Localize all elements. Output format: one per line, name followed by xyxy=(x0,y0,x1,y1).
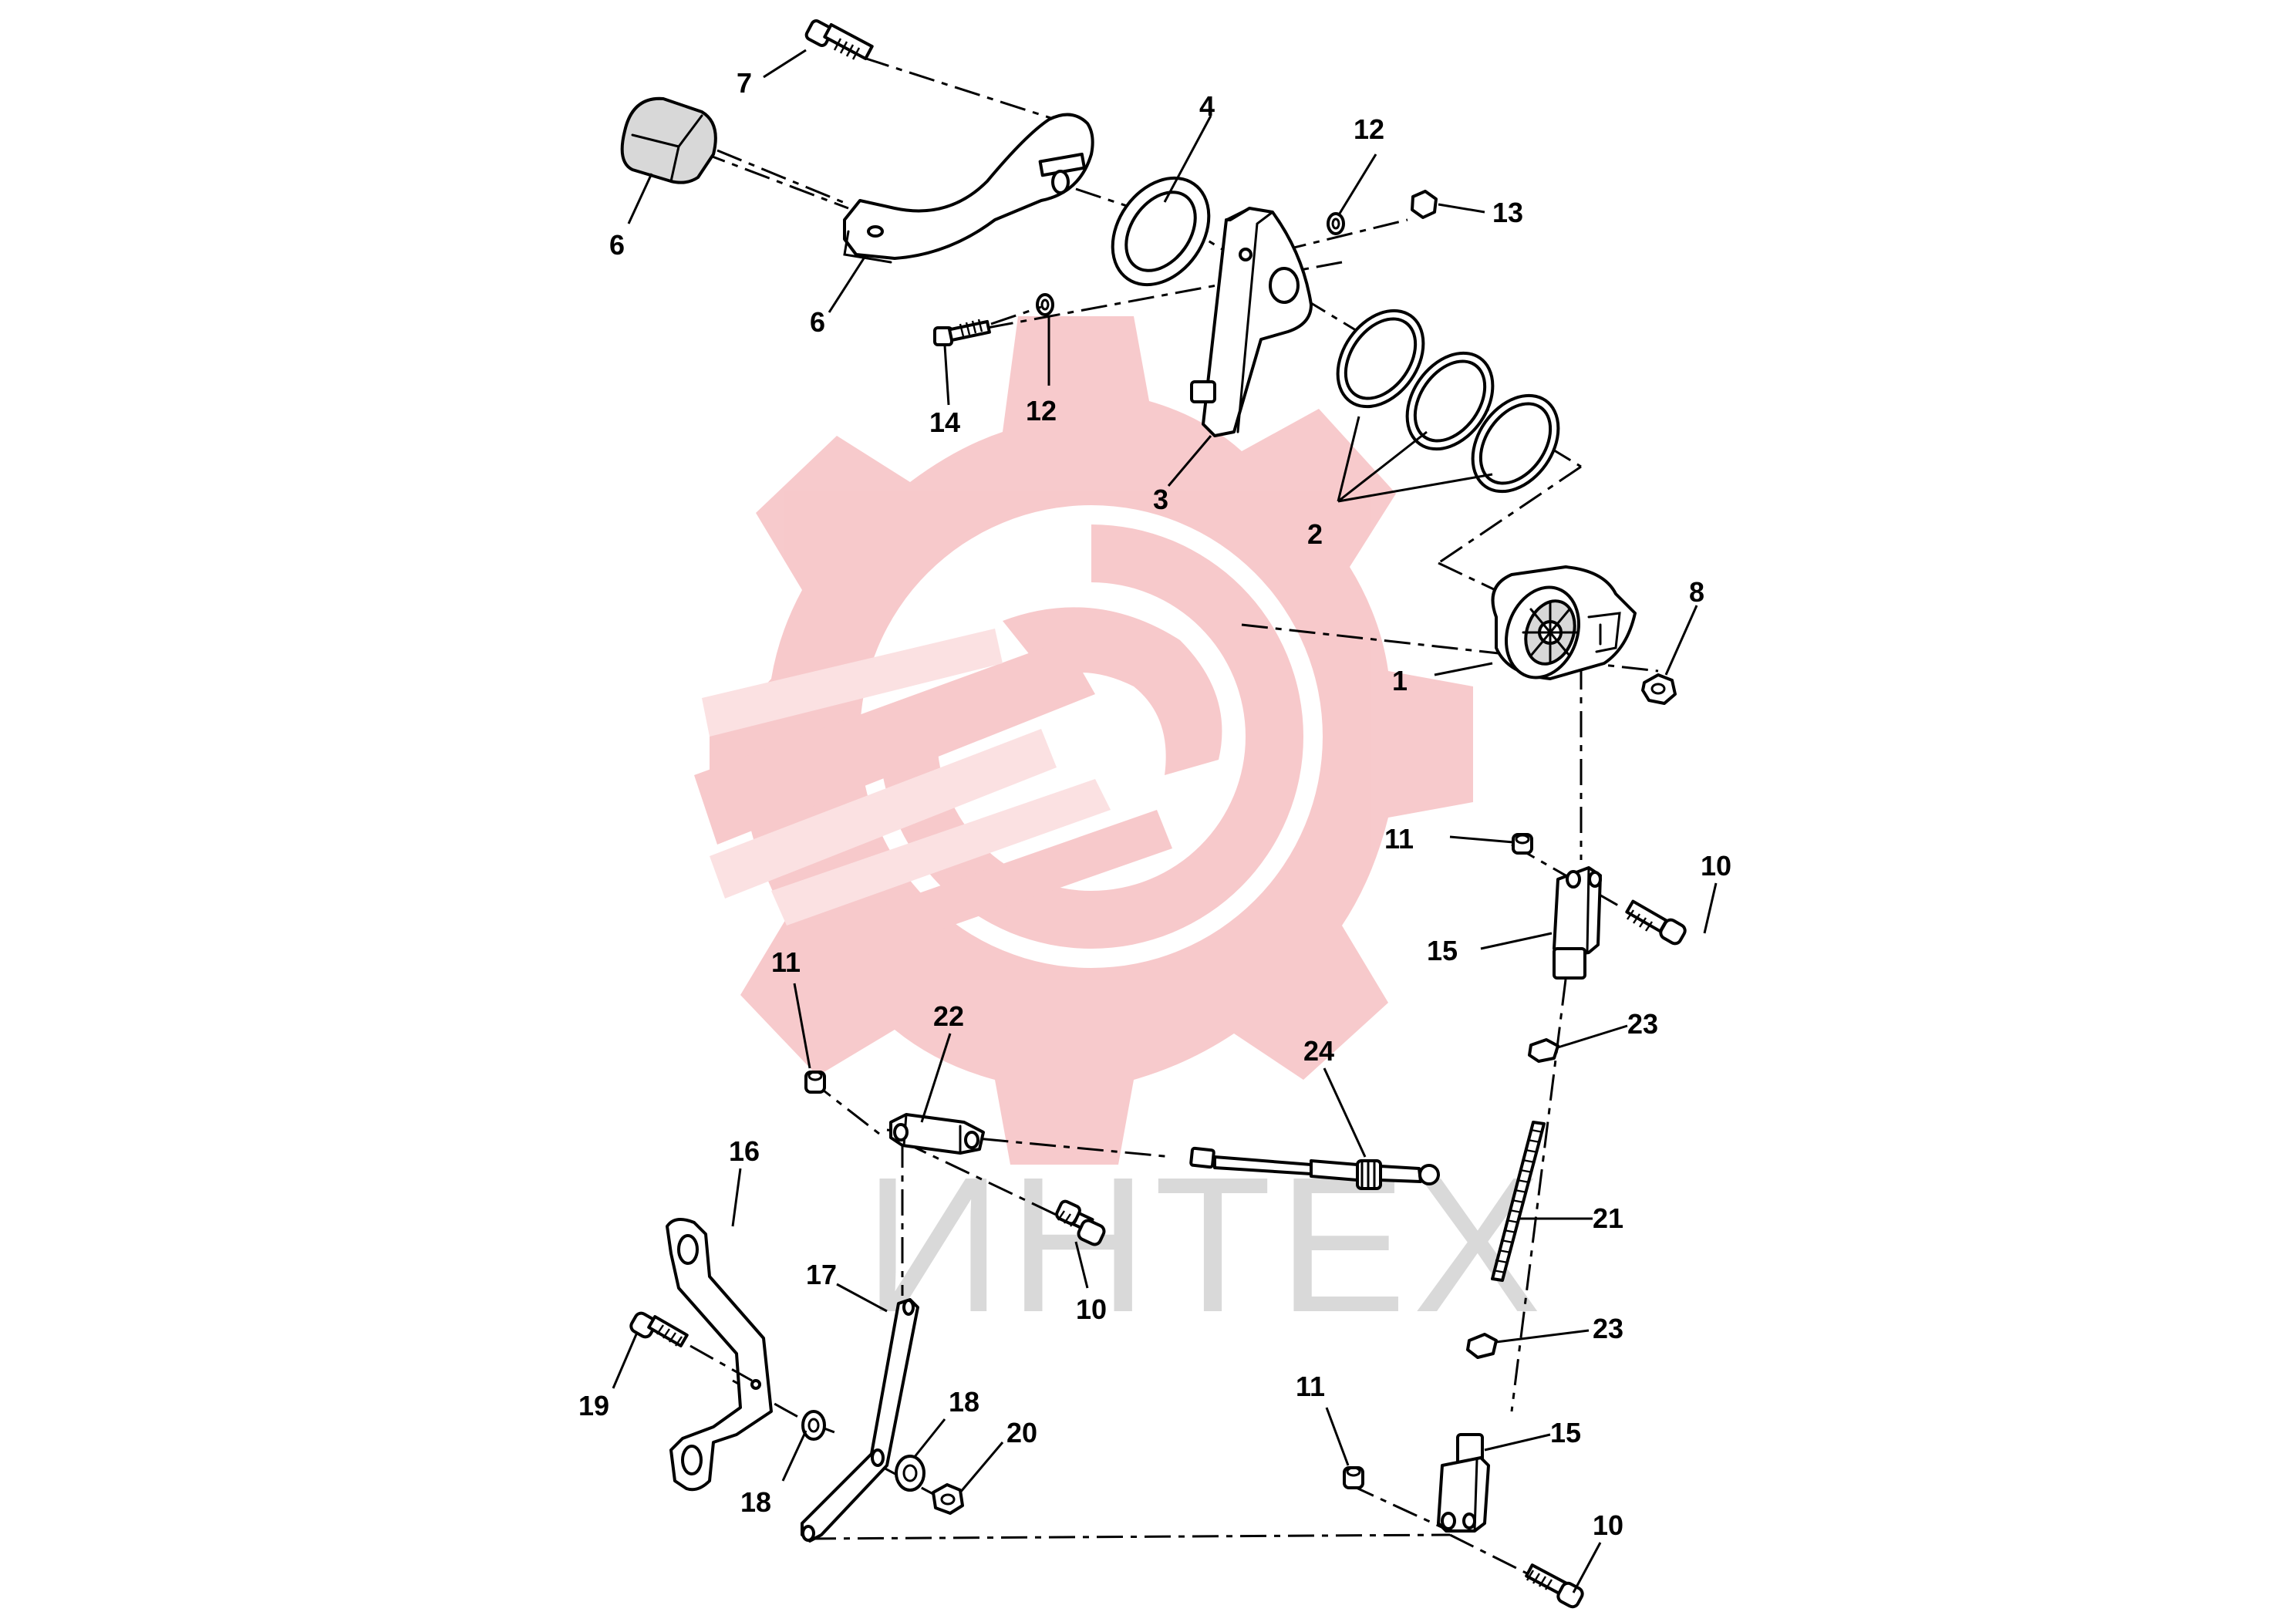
watermark-logo xyxy=(694,316,1473,1165)
callout-14: 14 xyxy=(929,406,960,438)
callout-15-lower: 15 xyxy=(1550,1417,1581,1448)
part-4-washer xyxy=(1111,176,1211,287)
callout-17: 17 xyxy=(806,1259,837,1290)
callout-10-middle: 10 xyxy=(1076,1293,1107,1325)
callout-8: 8 xyxy=(1689,576,1704,608)
callout-13: 13 xyxy=(1492,197,1523,228)
callout-11-lower: 11 xyxy=(1296,1371,1325,1402)
callout-23-lower: 23 xyxy=(1593,1313,1623,1344)
watermark-text: ИНТЕХ xyxy=(864,1137,1547,1352)
part-15-clevis-lower xyxy=(1437,1433,1490,1533)
part-24-cable xyxy=(1189,1146,1440,1190)
leader-lines xyxy=(612,49,1718,1593)
callout-18-left: 18 xyxy=(740,1486,771,1518)
part-10-screw-lower xyxy=(1525,1563,1584,1609)
part-11-spacer-right xyxy=(1512,833,1533,855)
part-15-clevis-upper xyxy=(1553,866,1602,980)
part-12-washer-bottom xyxy=(1036,293,1054,316)
callout-20: 20 xyxy=(1006,1417,1037,1448)
part-8-nut xyxy=(1641,673,1677,705)
callout-11-left: 11 xyxy=(771,946,801,978)
callout-1: 1 xyxy=(1392,665,1408,696)
part-19-bolt xyxy=(629,1311,689,1347)
callout-21: 21 xyxy=(1593,1202,1623,1234)
part-18-washer-right xyxy=(895,1455,925,1492)
part-23-nut-lower xyxy=(1466,1333,1498,1359)
callout-6-pad: 6 xyxy=(609,229,625,261)
part-13-nut xyxy=(1411,190,1438,219)
callout-10-lower: 10 xyxy=(1593,1509,1623,1541)
centerline-pad xyxy=(716,149,849,206)
part-17-lever xyxy=(801,1298,919,1543)
centerline-bolt19 xyxy=(689,1344,753,1382)
callout-labels: 7 6 6 4 12 13 14 12 3 2 1 8 11 10 15 23 … xyxy=(578,67,1731,1541)
part-6-pedal-pad xyxy=(620,96,717,184)
part-3-bracket xyxy=(1190,207,1313,437)
part-1-hub xyxy=(1491,565,1637,680)
part-10-screw-upper xyxy=(1625,899,1687,946)
callout-3: 3 xyxy=(1153,484,1168,515)
callout-15-upper: 15 xyxy=(1427,935,1458,966)
part-6-pedal-arm xyxy=(843,113,1094,264)
callout-22: 22 xyxy=(933,1000,964,1032)
callout-12-bottom: 12 xyxy=(1026,395,1057,427)
callout-12-top: 12 xyxy=(1354,113,1384,145)
part-7-bolt xyxy=(804,19,874,61)
callout-6-arm: 6 xyxy=(810,306,825,338)
part-12-washer-top xyxy=(1327,212,1345,235)
callout-18-right: 18 xyxy=(949,1386,979,1418)
callout-11-right: 11 xyxy=(1384,823,1414,855)
callout-16: 16 xyxy=(729,1135,760,1167)
part-2-rings xyxy=(1336,309,1560,494)
part-16-bracket xyxy=(666,1218,773,1492)
part-18-washer-left xyxy=(801,1410,826,1441)
callout-7: 7 xyxy=(737,67,752,99)
callout-2: 2 xyxy=(1307,518,1323,550)
part-22-cable-clevis xyxy=(889,1113,985,1155)
centerline-screw14 xyxy=(990,305,1042,325)
part-21-threaded-rod xyxy=(1491,1121,1546,1282)
callout-4: 4 xyxy=(1199,90,1215,122)
callout-24: 24 xyxy=(1303,1035,1334,1067)
callout-19: 19 xyxy=(578,1390,609,1421)
part-11-spacer-left xyxy=(804,1071,826,1094)
part-20-nut xyxy=(932,1483,964,1515)
part-11-spacer-lower xyxy=(1343,1466,1364,1489)
callout-23-upper: 23 xyxy=(1627,1008,1658,1040)
part-14-screw xyxy=(933,319,991,346)
part-10-screw-middle xyxy=(1055,1199,1106,1246)
part-23-nut-upper xyxy=(1528,1038,1559,1063)
callout-10-right: 10 xyxy=(1701,850,1731,882)
